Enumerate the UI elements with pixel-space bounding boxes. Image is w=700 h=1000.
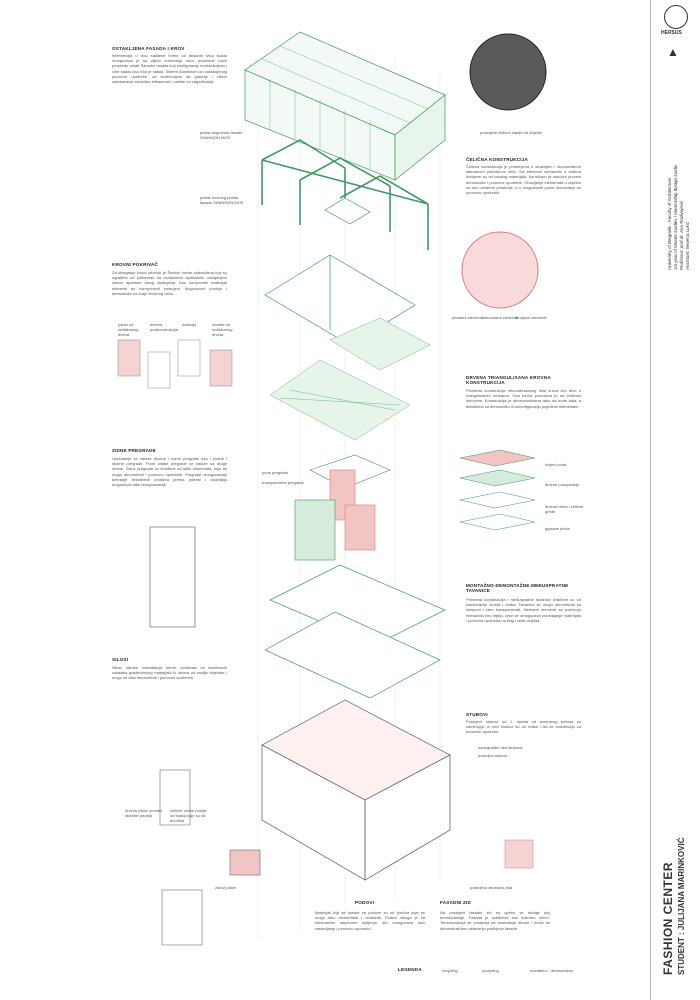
roof-part-3: obrada od recikliranog drveta (212, 322, 233, 337)
slabs-title: MONTAŽNO-DEMONTAŽNE MEĐUSPRATNE TAVANICE (466, 583, 569, 593)
slab-layer-2: drvena rebra i čelične grede (545, 504, 584, 514)
roof-legend-2: tercijarni elementi (515, 315, 547, 320)
facade-body: Intervencija u vidu staklene forme od br… (112, 53, 227, 85)
floors-title: PODOVI (355, 900, 375, 905)
wall-legend-0: pune pregrade (262, 470, 289, 475)
logo-circle-icon (664, 5, 688, 29)
photo-caption: postojeće čelično stanje na objektu (480, 130, 543, 135)
panel2-label: prikaz krovnog profila fasade SHANNON MO… (200, 195, 244, 205)
roof-part-1: drvena podkonstrukcija (150, 322, 178, 332)
columns-body: Postojeći stubovi od 1. sprata od armira… (466, 719, 581, 735)
studio-text: 1st year of Master studies / mentorship … (673, 164, 678, 270)
uni-text: University of Belgrade - Faculty of Arch… (667, 177, 672, 270)
roof-title: KROVNI POKRIVAČ (112, 262, 159, 267)
brick-stack (504, 839, 534, 869)
roof-detail-circle (461, 231, 539, 309)
legend-item-0: recycling (442, 968, 458, 973)
title-sidebar: HERSUS ▲ University of Belgrade - Facult… (650, 0, 700, 1000)
roof-legend-1: sekundarni elementi (482, 315, 518, 320)
columns-legend-1: postojeći stubovi (478, 753, 508, 758)
logo-text: HERSUS (661, 30, 682, 36)
project-title: FASHION CENTER (661, 861, 675, 975)
roof-body: Za oblaganje krova iskoristi je Ševični … (112, 270, 227, 296)
roof-part-0: panel od recikliranog drveta (118, 322, 139, 337)
slab-layer-1: drvene podupiranje (545, 482, 580, 487)
existing-photo (469, 33, 547, 111)
facade-title: OSTAKLJENA FASADA I KROV (112, 46, 185, 51)
stair-part-1: čelične cevne nosilje od stakla koje su … (170, 808, 207, 823)
floors-body: Materijali koji se koriste za podove su … (315, 910, 425, 931)
glass-grid (261, 45, 429, 169)
steel-title: ČELIČNA KONSTRUKCIJA (466, 157, 529, 162)
wall-legend-1: transparentne pregrade (262, 480, 304, 485)
brick-label: postojeća struktura zida (470, 885, 513, 890)
prof-text: Professor: prof.dr. Ana Radivojević (679, 200, 684, 270)
slab-layers (459, 449, 536, 531)
stairs-title: SILOSI (112, 657, 129, 662)
roof-legend-0: primarni elementi (452, 315, 483, 320)
legend-item-1: upcycling (482, 968, 499, 973)
exploded-axonometric-drawing (117, 31, 547, 946)
column-elements (159, 769, 261, 946)
walls-body: Unutrašnje se nalaze drvene i razne preg… (112, 456, 227, 488)
slab-layer-3: gipsane ploče (545, 526, 570, 531)
timber-title: DRVENA TRIANGULISANA KROVNA KONSTRUKCIJA (466, 375, 551, 385)
stair-part-0: drvene ploče omotač stubište panela (125, 808, 163, 818)
timber-roof (269, 317, 431, 441)
roof-part-2: izolacija (182, 322, 197, 327)
columns-legend-0: nadograđen deo stubova (478, 745, 523, 750)
legend-title: LEGENDA (398, 967, 422, 972)
main-building (261, 699, 451, 881)
legend-item-2: montažno - demontažno (530, 968, 574, 973)
envelope-title: FASADNI ZID (440, 900, 472, 905)
envelope-body: Na postojeći fasadni zid sa opeke se dod… (440, 910, 550, 931)
roof-panels (117, 339, 233, 389)
panel1-label: prikaz segmenta fasade SHANNON MOS (200, 130, 243, 140)
stairs-body: Silosi, fabrike, nekadašnje forme, recik… (112, 665, 227, 681)
walls-title: ZIDNE PREGRADE (112, 448, 156, 453)
timber-body: Primarna konstrukcija rekonstruisanog de… (466, 388, 581, 409)
floor-slabs (264, 564, 446, 699)
slab-layer-0: slojevi poda (545, 462, 567, 467)
faculty-logo-icon: ▲ (667, 45, 679, 59)
steel-body: Čelična konstrukcija je primenjena u str… (466, 164, 581, 196)
roof-cover (264, 197, 416, 346)
panel-label: zidovi panel (215, 885, 237, 890)
student-name: STUDENT : JULIJANA MARINKOVIĆ (677, 837, 686, 975)
asst-text: Assistant: Nevena Lukić (685, 221, 690, 270)
columns-title: STUBOVI (466, 712, 488, 717)
slabs-body: Primarna konstrukcija i međuspratne tava… (466, 597, 581, 623)
partition-walls (149, 454, 391, 628)
